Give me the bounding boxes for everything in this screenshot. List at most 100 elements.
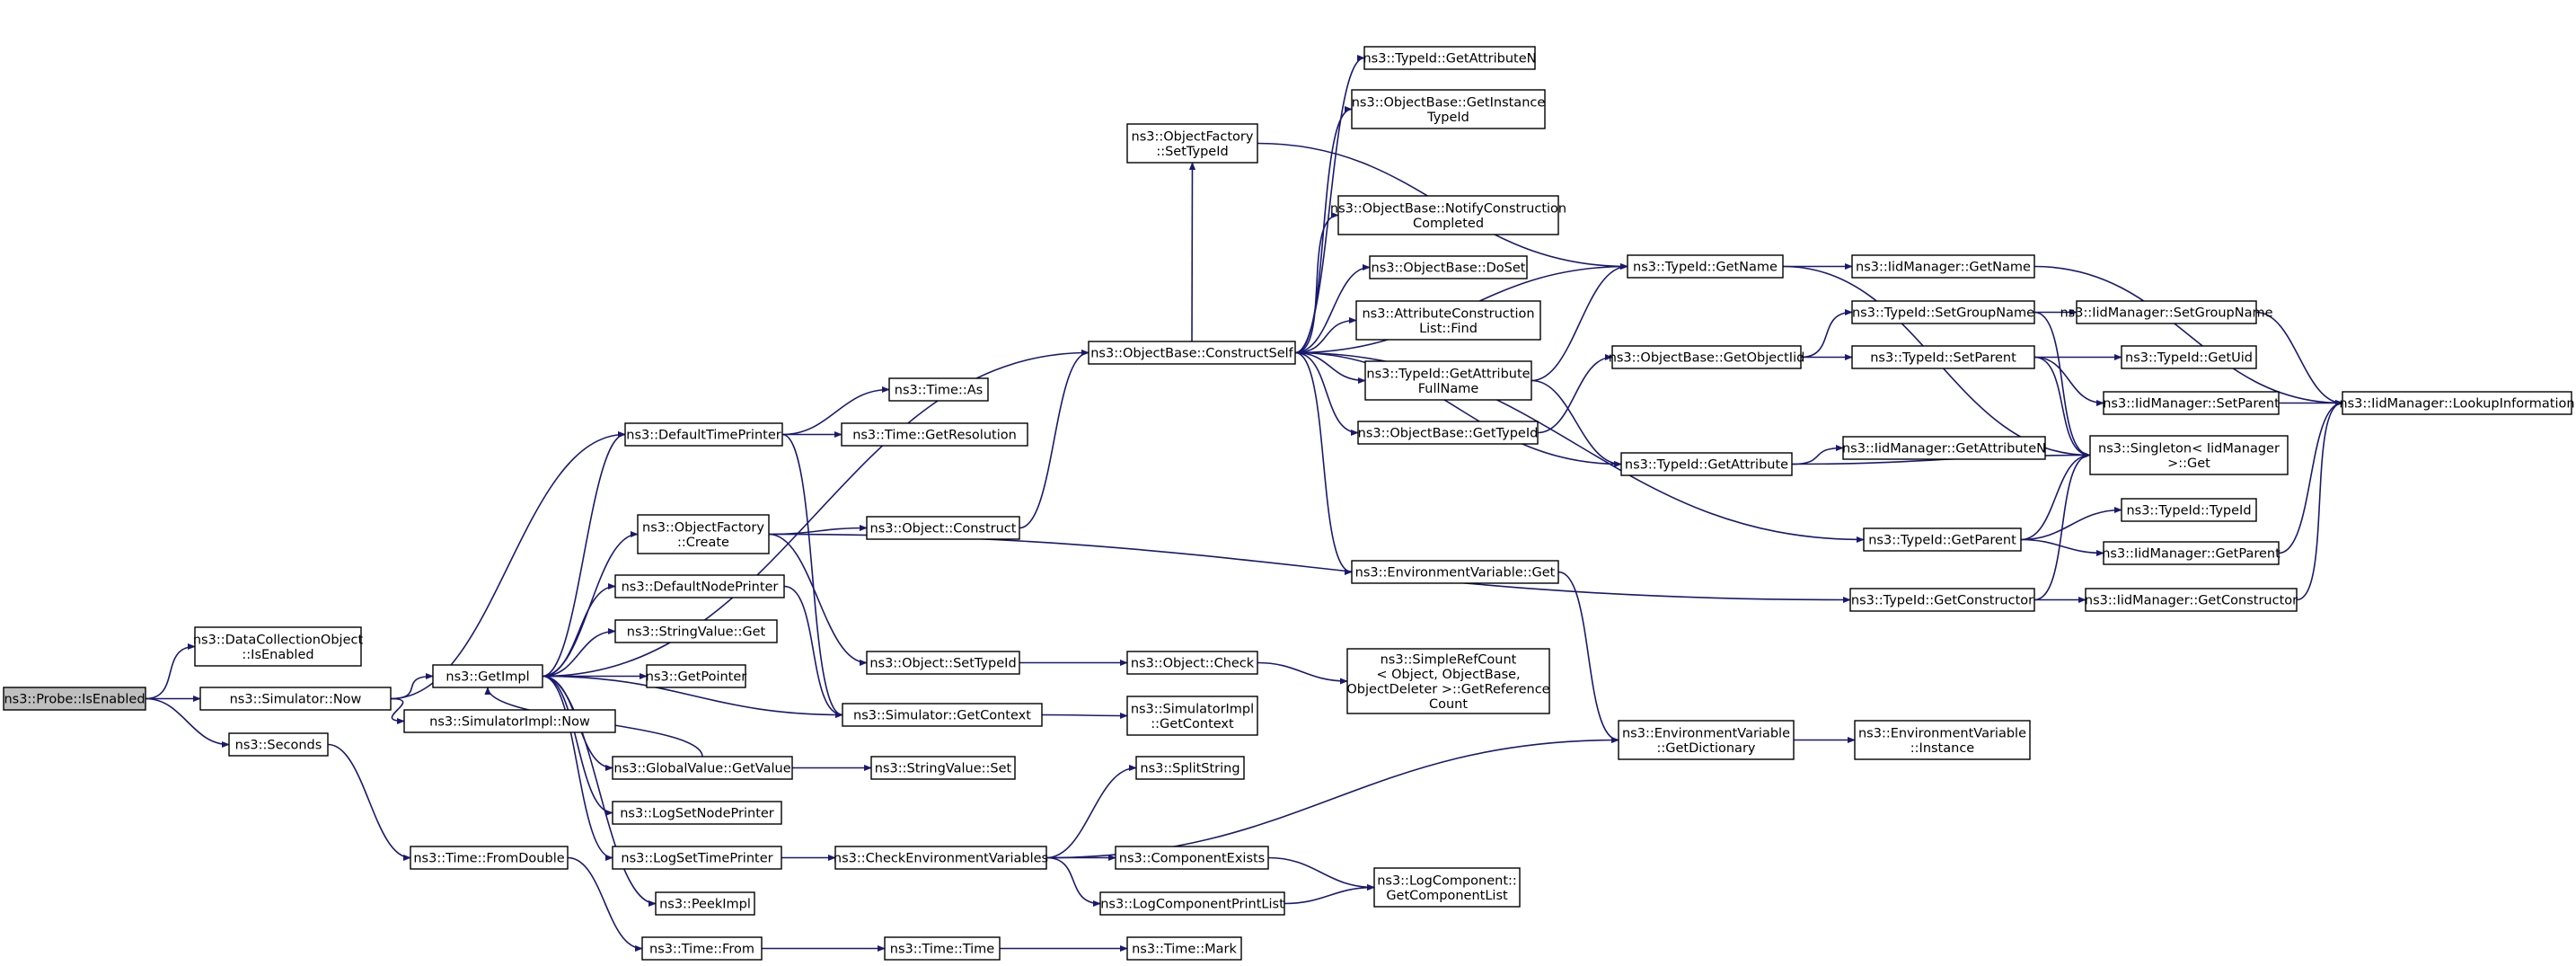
node-label: ns3::EnvironmentVariable [1622,726,1790,740]
node-ns3-objectfactory-create[interactable]: ns3::ObjectFactory::Create [637,514,770,554]
node-ns3-logcomponent-getcomponentlist[interactable]: ns3::LogComponent::GetComponentList [1373,867,1521,908]
edge-n27-n35 [1294,211,1339,354]
node-ns3-seconds[interactable]: ns3::Seconds [228,732,329,757]
node-ns3-typeid-getuid[interactable]: ns3::TypeId::GetUid [2121,345,2257,369]
edge-n51-n57 [2020,451,2091,541]
node-ns3-stringvalue-set[interactable]: ns3::StringValue::Set [870,756,1016,780]
node-ns3-defaultnodeprinter[interactable]: ns3::DefaultNodePrinter [614,574,785,598]
node-ns3-iidmanager-setgroupname[interactable]: ns3::IidManager::SetGroupName [2060,300,2273,324]
node-ns3-typeid-typeid[interactable]: ns3::TypeId::TypeId [2121,498,2257,522]
node-ns3-objectbase-notifyconstruction-completed[interactable]: ns3::ObjectBase::NotifyConstructionCompl… [1330,195,1566,235]
node-ns3-time-as[interactable]: ns3::Time::As [888,377,989,402]
node-box [624,422,783,447]
node-ns3-time-getresolution[interactable]: ns3::Time::GetResolution [841,422,1028,447]
node-ns3-environmentvariable-get[interactable]: ns3::EnvironmentVariable::Get [1351,560,1559,584]
node-ns3-typeid-getparent[interactable]: ns3::TypeId::GetParent [1863,527,2022,552]
node-ns3-logsettimeprinter[interactable]: ns3::LogSetTimePrinter [612,846,782,870]
node-label: FullName [1418,382,1479,396]
node-box [194,626,362,667]
node-ns3-environmentvariable-instance[interactable]: ns3::EnvironmentVariable::Instance [1854,720,2031,760]
node-ns3-time-fromdouble[interactable]: ns3::Time::FromDouble [410,846,569,870]
node-ns3-simulator-now[interactable]: ns3::Simulator::Now [199,687,392,711]
node-box [641,936,763,961]
node-ns3-getpointer[interactable]: ns3::GetPointer [646,664,747,688]
node-ns3-typeid-setgroupname[interactable]: ns3::TypeId::SetGroupName [1851,300,2035,324]
node-ns3-object-check[interactable]: ns3::Object::Check [1126,651,1258,675]
node-label: ns3::LogComponent:: [1377,873,1517,888]
node-ns3-environmentvariable-getdictionary[interactable]: ns3::EnvironmentVariable::GetDictionary [1618,720,1795,760]
edge-n4-n10 [542,430,626,678]
node-box [1337,195,1559,235]
node-ns3-typeid-getattribute[interactable]: ns3::TypeId::GetAttribute [1620,452,1793,476]
edge-n27-n39 [1294,351,1359,437]
node-ns3-singleton-iidmanager-get[interactable]: ns3::Singleton< IidManager>::Get [2089,435,2289,475]
edge-n6-n7 [567,856,643,953]
edge-n60-n61 [2296,399,2343,601]
node-label: List::Find [1419,322,1478,336]
node-label: ns3::TypeId::SetGroupName [1852,306,2034,321]
edge-n51-n59 [2020,538,2104,557]
node-ns3-probe-isenabled[interactable]: ns3::Probe::IsEnabled [3,687,146,711]
node-ns3-objectbase-getobjectiid[interactable]: ns3::ObjectBase::GetObjectIid [1609,345,1805,369]
node-ns3-getimpl[interactable]: ns3::GetImpl [432,664,543,688]
node-ns3-iidmanager-getconstructor[interactable]: ns3::IidManager::GetConstructor [2085,588,2298,612]
node-ns3-simulator-getcontext[interactable]: ns3::Simulator::GetContext [842,703,1043,727]
node-box [1620,452,1793,476]
node-ns3-objectbase-doset[interactable]: ns3::ObjectBase::DoSet [1369,255,1528,279]
node-ns3-objectbase-gettypeid[interactable]: ns3::ObjectBase::GetTypeId [1357,421,1539,445]
edge-n54-n61 [2255,311,2343,407]
node-ns3-simulatorimpl-getcontext[interactable]: ns3::SimulatorImpl::GetContext [1126,696,1258,736]
node-label: ::GetContext [1151,717,1234,731]
edge-n31-n42 [1267,856,1375,891]
node-ns3-iidmanager-lookupinformation[interactable]: ns3::IidManager::LookupInformation [2339,391,2575,415]
node-ns3-typeid-getconstructor[interactable]: ns3::TypeId::GetConstructor [1849,588,2035,612]
node-ns3-simulatorimpl-now[interactable]: ns3::SimulatorImpl::Now [403,709,616,733]
node-ns3-datacollectionobject-isenabled[interactable]: ns3::DataCollectionObject::IsEnabled [193,626,364,667]
node-ns3-iidmanager-setparent[interactable]: ns3::IidManager::SetParent [2103,391,2280,415]
node-label: ns3::Time::GetResolution [852,429,1017,443]
node-ns3-iidmanager-getname[interactable]: ns3::IidManager::GetName [1851,254,2035,279]
node-ns3-stringvalue-get[interactable]: ns3::StringValue::Get [614,619,778,643]
node-label: ns3::ObjectFactory [1132,129,1254,144]
node-ns3-componentexists[interactable]: ns3::ComponentExists [1115,846,1269,870]
node-ns3-time-mark[interactable]: ns3::Time::Mark [1126,936,1242,961]
node-box [646,664,746,688]
node-label: ns3::TypeId::GetUid [2125,351,2253,366]
node-ns3-iidmanager-getattributen[interactable]: ns3::IidManager::GetAttributeN [1842,436,2046,460]
node-ns3-object-settypeid[interactable]: ns3::Object::SetTypeId [866,651,1020,675]
node-ns3-time-from[interactable]: ns3::Time::From [641,936,763,961]
node-ns3-object-construct[interactable]: ns3::Object::Construct [866,516,1020,540]
node-label: ns3::ObjectBase::GetTypeId [1358,427,1539,441]
node-box [1135,756,1245,780]
node-ns3-checkenvironmentvariables[interactable]: ns3::CheckEnvironmentVariables [834,846,1048,870]
node-box [1851,254,2035,279]
node-ns3-defaulttimeprinter[interactable]: ns3::DefaultTimePrinter [624,422,783,447]
node-box [3,687,146,711]
node-box [432,664,543,688]
node-box [1627,254,1784,279]
node-ns3-logsetnodeprinter[interactable]: ns3::LogSetNodePrinter [612,801,782,825]
node-box [612,756,793,780]
node-ns3-logcomponentprintlist[interactable]: ns3::LogComponentPrintList [1099,891,1285,916]
node-box [228,732,329,757]
node-ns3-iidmanager-getparent[interactable]: ns3::IidManager::GetParent [2102,541,2280,565]
node-label: ns3::Time::As [895,384,983,398]
node-ns3-peekimpl[interactable]: ns3::PeekImpl [655,891,755,916]
node-ns3-splitstring[interactable]: ns3::SplitString [1135,756,1245,780]
node-label: ns3::IidManager::GetName [1856,261,2031,275]
node-ns3-objectbase-constructself[interactable]: ns3::ObjectBase::ConstructSelf [1088,341,1296,365]
node-ns3-typeid-getname[interactable]: ns3::TypeId::GetName [1627,254,1784,279]
node-ns3-time-time[interactable]: ns3::Time::Time [884,936,1001,961]
edge-n47-n61 [2033,265,2343,407]
node-ns3-objectfactory-settypeid[interactable]: ns3::ObjectFactory::SetTypeId [1126,123,1258,164]
node-ns3-typeid-setparent[interactable]: ns3::TypeId::SetParent [1851,345,2035,369]
edge-n44-n48 [1800,308,1853,359]
node-ns3-globalvalue-getvalue[interactable]: ns3::GlobalValue::GetValue [612,756,793,780]
nodes-layer: ns3::Probe::IsEnabled ns3::DataCollection… [3,46,2575,961]
node-ns3-typeid-getattributen[interactable]: ns3::TypeId::GetAttributeN [1363,46,1537,70]
node-label: ObjectDeleter >::GetReference [1346,682,1549,696]
node-ns3-simplerefcount-object-objectbase-objectdeleter-getreference-count[interactable]: ns3::SimpleRefCount< Object, ObjectBase,… [1346,648,1550,714]
